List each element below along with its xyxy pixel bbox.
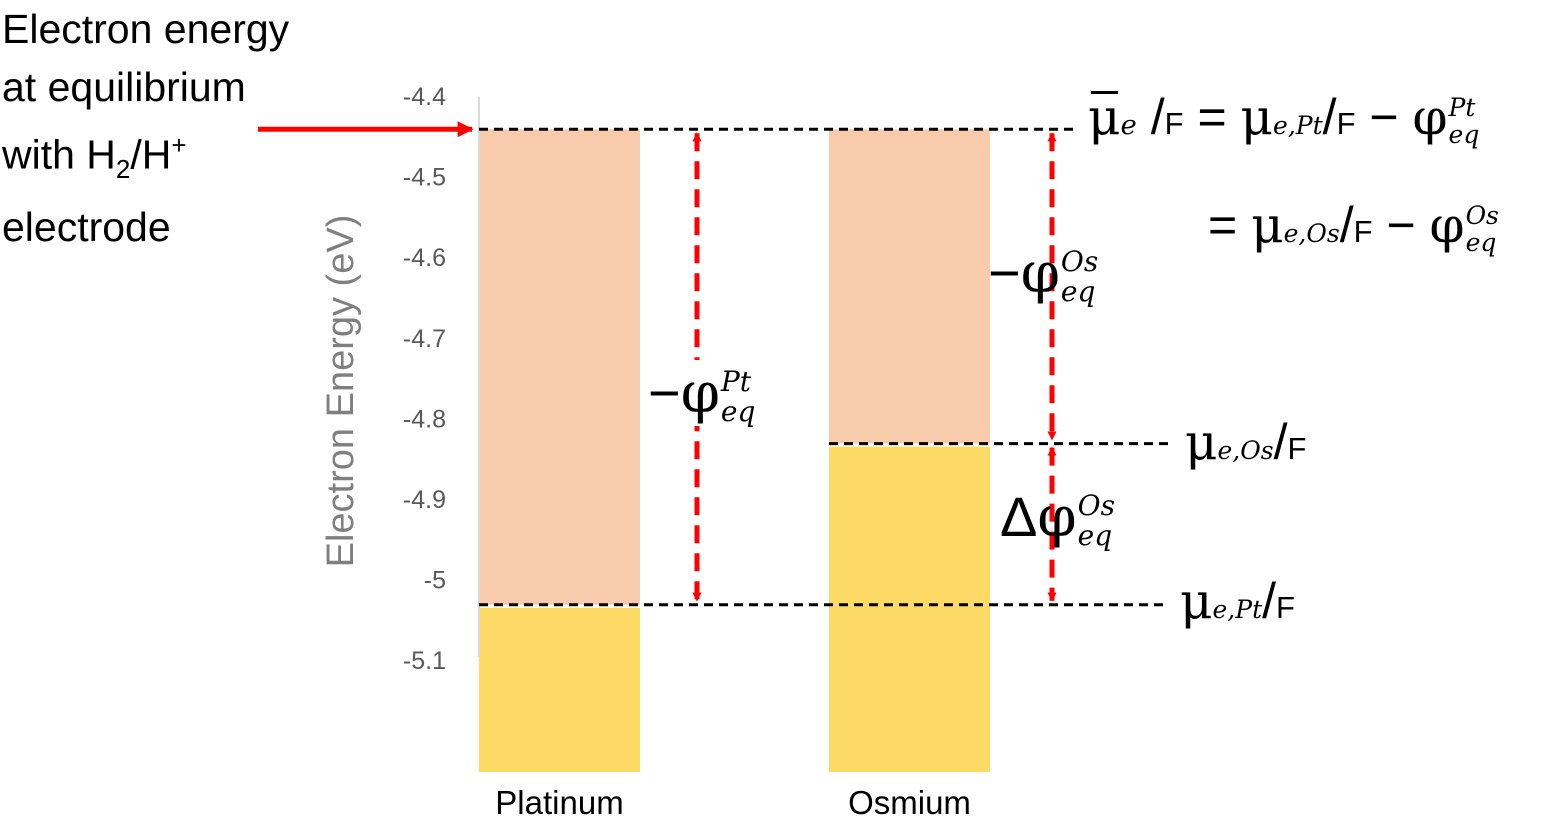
empty-bar-osmium [829, 129, 990, 444]
y-tick-label: -4.4 [403, 83, 446, 111]
mu-bar-sub-e: e [1120, 109, 1137, 141]
phi-symbol: φ [1020, 241, 1060, 306]
energy-levels [479, 127, 1168, 607]
minus-sign: − [1369, 89, 1399, 145]
x-tick-label-platinum: Platinum [495, 784, 623, 821]
sup-os: Os [1465, 200, 1499, 230]
mu-os-label: μe,Os/F [1185, 413, 1306, 471]
filled-bar-osmium [829, 446, 990, 772]
sub-eq: eq [1448, 119, 1480, 149]
sup-pt: Pt [1448, 92, 1476, 122]
phi-symbol: φ [680, 361, 720, 426]
bars-layer [479, 129, 990, 772]
y-axis-title: Electron Energy (eV) [320, 215, 362, 568]
equals-sign: = [1208, 197, 1238, 253]
sub-eq: eq [1077, 519, 1113, 553]
x-tick-label-osmium: Osmium [848, 784, 971, 821]
mu-symbol: μ [1180, 572, 1213, 630]
y-tick-label: -4.9 [403, 486, 446, 514]
filled-bar-platinum [479, 607, 640, 772]
sub-e-os: e,Os [1283, 219, 1340, 248]
callout-with-h: with H [2, 131, 116, 178]
slash: / [1322, 89, 1337, 145]
sub-eq: eq [720, 395, 756, 429]
sup-pt: Pt [720, 365, 752, 399]
empty-bar-platinum [479, 129, 640, 605]
x-axis: Platinum Osmium [495, 784, 971, 821]
callout-sub-2: 2 [115, 153, 131, 184]
slash: / [1262, 573, 1277, 629]
y-tick-label: -4.7 [403, 325, 446, 353]
mu-symbol: μ [1185, 413, 1218, 471]
slash: / [1273, 414, 1288, 470]
y-tick-label: -4.5 [403, 164, 446, 192]
sub-eq: eq [1060, 275, 1096, 309]
faraday-F: F [1287, 431, 1307, 466]
faraday-F: F [1276, 590, 1295, 625]
phi-symbol: φ [1429, 196, 1465, 254]
sub-e-pt: e,Pt [1212, 595, 1263, 624]
callout-line-3: with H2/H+ [2, 116, 289, 198]
callout-line-1: Electron energy [2, 6, 290, 52]
sub-eq: eq [1465, 227, 1497, 257]
sub-e-pt: e,Pt [1273, 111, 1323, 140]
mu-bar-symbol: μ [1088, 88, 1121, 146]
minus-sign: − [1386, 197, 1416, 253]
y-tick-label: -4.8 [403, 405, 446, 433]
faraday-F: F [1353, 214, 1373, 249]
y-axis: -4.4 -4.5 -4.6 -4.7 -4.8 -4.9 -5 -5.1 Electron E… [320, 83, 480, 675]
sup-os: Os [1060, 245, 1099, 279]
callout-sup-plus: + [171, 130, 187, 160]
callout-line-4: electrode [2, 203, 171, 250]
sup-os: Os [1077, 489, 1115, 523]
minus-sign: − [988, 241, 1021, 304]
sub-e-os: e,Os [1217, 436, 1274, 465]
callout-slash-h: /H [130, 131, 172, 178]
equilibrium-callout: Electron energy at equilibrium with H2/H… [2, 0, 289, 256]
slash: / [1150, 89, 1165, 145]
minus-sign: − [648, 361, 681, 424]
equals-sign: = [1197, 89, 1227, 145]
y-tick-label: -5.1 [403, 647, 446, 675]
faraday-F: F [1164, 106, 1184, 141]
mu-pt-label: μe,Pt/F [1180, 572, 1295, 630]
slash: / [1339, 197, 1354, 253]
y-tick-label: -5 [424, 567, 446, 595]
mu-symbol: μ [1240, 88, 1274, 146]
y-tick-label: -4.6 [403, 244, 446, 272]
mu-symbol: μ [1251, 196, 1284, 254]
phi-symbol: φ [1037, 485, 1077, 550]
faraday-F: F [1336, 106, 1356, 141]
delta-symbol: Δ [1000, 485, 1038, 548]
callout-line-2: at equilibrium [2, 64, 246, 110]
phi-symbol: φ [1412, 88, 1448, 146]
